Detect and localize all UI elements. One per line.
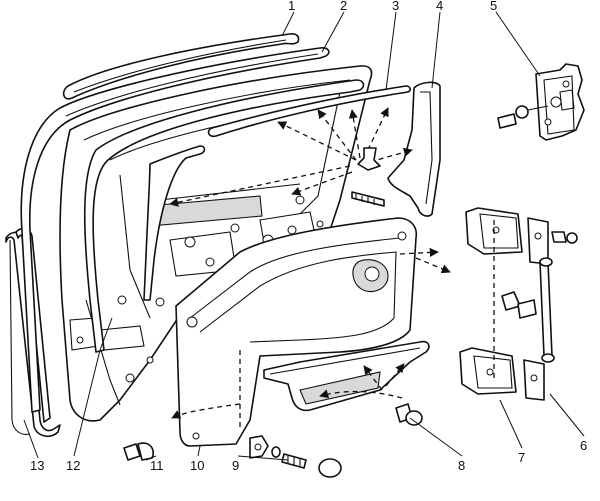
door-latch xyxy=(535,63,585,141)
push-in-clip xyxy=(123,442,154,461)
mirror-corner-trim xyxy=(387,81,441,217)
trim-bracket xyxy=(249,435,269,459)
callout-2: 2 xyxy=(340,0,347,13)
door-trim-panel xyxy=(175,217,418,447)
panel-fastener-arrows xyxy=(171,247,451,430)
latch-screw xyxy=(497,105,549,129)
upper-hinge xyxy=(465,207,549,265)
callout-12: 12 xyxy=(66,458,80,473)
callout-5: 5 xyxy=(490,0,497,13)
callout-3: 3 xyxy=(392,0,399,13)
callout-9: 9 xyxy=(232,458,239,473)
panel-screw-cap xyxy=(271,446,342,478)
leader-lines xyxy=(23,11,585,461)
hinge-bolts xyxy=(493,220,578,380)
callout-7: 7 xyxy=(518,450,525,465)
callout-6: 6 xyxy=(580,438,587,453)
belt-molding xyxy=(143,145,206,301)
lower-hinge xyxy=(459,347,545,401)
armrest-screw xyxy=(395,403,423,426)
callout-11: 11 xyxy=(150,458,164,473)
callout-8: 8 xyxy=(458,458,465,473)
callout-labels: 1 2 3 4 5 6 7 8 9 10 11 12 13 xyxy=(30,0,587,473)
callout-1: 1 xyxy=(288,0,295,13)
hinge-check-rod xyxy=(539,257,555,363)
window-upper-molding xyxy=(207,85,411,138)
callout-4: 4 xyxy=(436,0,443,13)
callout-10: 10 xyxy=(190,458,204,473)
trim-clip xyxy=(351,147,385,207)
roof-weatherstrip xyxy=(62,33,300,100)
door-frame-seal xyxy=(20,47,330,413)
callout-13: 13 xyxy=(30,458,44,473)
glass-run-channel xyxy=(83,79,365,353)
